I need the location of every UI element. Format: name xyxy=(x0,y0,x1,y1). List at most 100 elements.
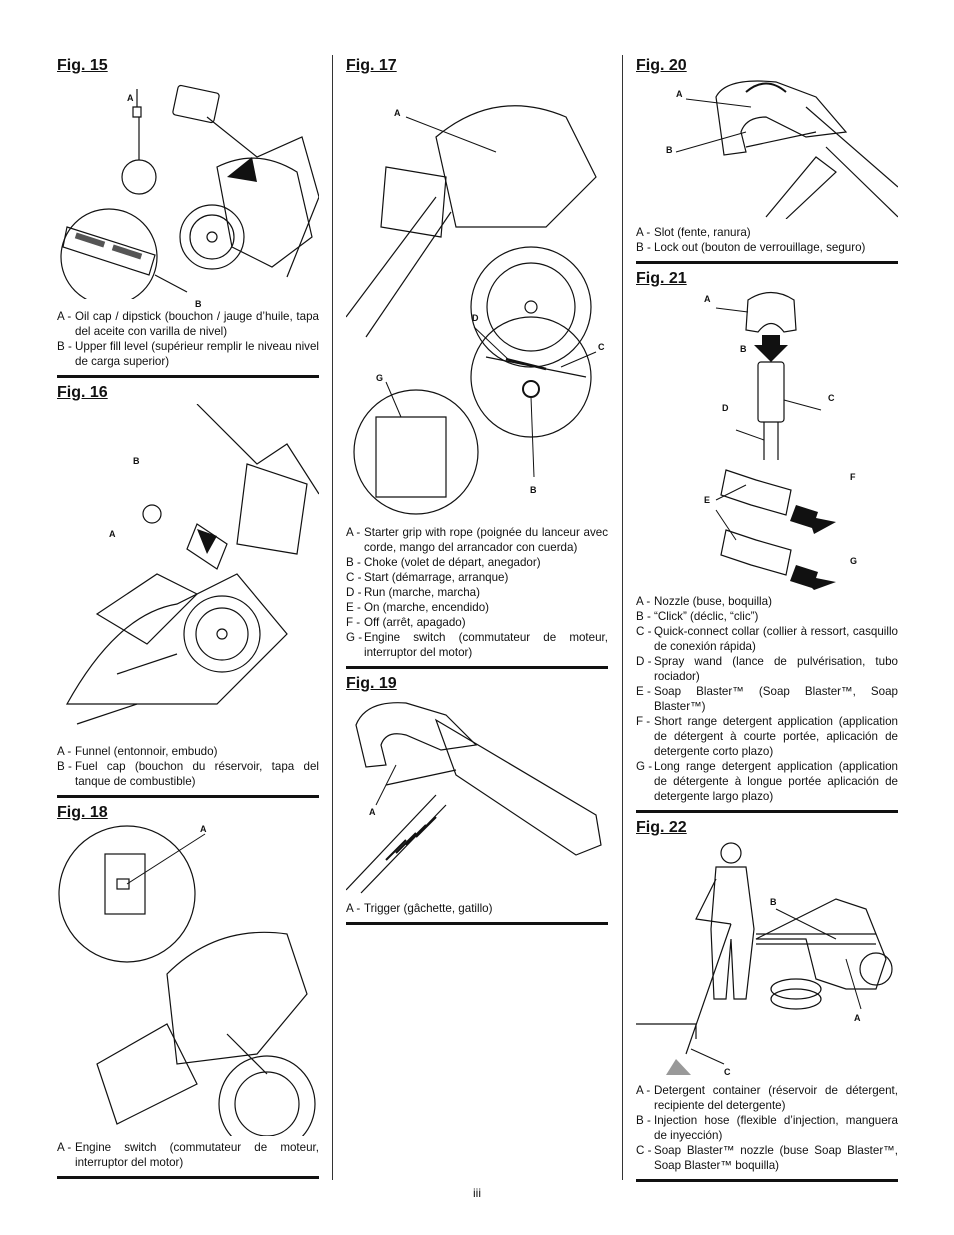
caption-item: E -On (marche, encendido) xyxy=(346,601,490,614)
caption-item: A -Oil cap / dipstick (bouchon / jauge d… xyxy=(57,310,319,338)
caption-item: C -Soap Blaster™ nozzle (buse Soap Blast… xyxy=(636,1144,898,1172)
caption-item: A -Funnel (entonnoir, embudo) xyxy=(57,745,218,758)
caption-item: B -Upper fill level (supérieur remplir l… xyxy=(57,340,319,368)
figure-20: Fig. 20 A B A -Slot (fente, ranura) xyxy=(636,57,898,264)
callout-a: A xyxy=(704,294,711,304)
column-divider-1 xyxy=(332,55,333,1180)
fig17-illustration: A D C G B xyxy=(346,77,608,517)
callout-d: D xyxy=(472,313,479,323)
column-divider-2 xyxy=(622,55,623,1180)
section-rule xyxy=(57,795,319,798)
section-rule xyxy=(346,922,608,925)
section-rule xyxy=(636,261,898,264)
pressure-washer-engine-drawing xyxy=(60,84,319,299)
fig15-illustration: A B xyxy=(57,77,319,309)
caption-item: A -Starter grip with rope (poignée du la… xyxy=(346,526,608,554)
caption-item: F -Off (arrêt, apagado) xyxy=(346,616,466,629)
callout-a: A xyxy=(369,807,376,817)
section-rule xyxy=(57,1176,319,1179)
callout-c: C xyxy=(724,1067,731,1077)
callout-d: D xyxy=(722,403,729,413)
figure-title: Fig. 22 xyxy=(636,819,687,836)
fuel-fill-drawing xyxy=(65,404,319,725)
figure-title: Fig. 18 xyxy=(57,804,108,821)
callout-a: A xyxy=(854,1013,861,1023)
section-rule xyxy=(636,810,898,813)
caption-item: C -Quick-connect collar (collier à resso… xyxy=(636,625,898,653)
fig17-captions: A -Starter grip with rope (poignée du la… xyxy=(346,525,608,660)
spray-gun-trigger-drawing xyxy=(346,702,602,894)
figure-title: Fig. 19 xyxy=(346,675,397,692)
fig22-illustration: B A C xyxy=(636,839,898,1077)
caption-item: A -Slot (fente, ranura) xyxy=(636,226,751,239)
figure-title: Fig. 20 xyxy=(636,57,687,74)
caption-item: C -Start (démarrage, arranque) xyxy=(346,571,509,584)
caption-item: E -Soap Blaster™ (Soap Blaster™, Soap Bl… xyxy=(636,685,898,713)
caption-item: D -Run (marche, marcha) xyxy=(346,586,480,599)
callout-b: B xyxy=(770,897,777,907)
fig19-captions: A -Trigger (gâchette, gatillo) xyxy=(346,901,608,916)
caption-item: B -Choke (volet de départ, anegador) xyxy=(346,556,541,569)
figure-title: Fig. 15 xyxy=(57,57,108,74)
callout-b: B xyxy=(666,145,673,155)
fig22-captions: A -Detergent container (réservoir de dét… xyxy=(636,1083,898,1173)
callout-c: C xyxy=(598,342,605,352)
fig18-captions: A -Engine switch (commutateur de moteur,… xyxy=(57,1140,319,1170)
fig21-captions: A -Nozzle (buse, boquilla) B -“Click” (d… xyxy=(636,594,898,804)
figure-17: Fig. 17 xyxy=(346,57,608,669)
callout-f: F xyxy=(850,472,856,482)
callout-a: A xyxy=(676,89,683,99)
section-rule xyxy=(346,666,608,669)
column-1: Fig. 15 xyxy=(57,55,319,1185)
column-2: Fig. 17 xyxy=(346,55,608,931)
section-rule xyxy=(57,375,319,378)
caption-item: F -Short range detergent application (ap… xyxy=(636,715,898,758)
figure-15: Fig. 15 xyxy=(57,57,319,378)
callout-a: A xyxy=(109,529,116,539)
figure-title: Fig. 17 xyxy=(346,57,397,74)
engine-switch-drawing xyxy=(58,825,316,1136)
fig16-captions: A -Funnel (entonnoir, embudo) B -Fuel ca… xyxy=(57,744,319,789)
lock-out-drawing xyxy=(675,80,898,219)
nozzle-attach-drawing xyxy=(715,291,836,590)
figure-18: Fig. 18 A A -Engine switch (commutateur … xyxy=(57,804,319,1179)
callout-b: B xyxy=(740,344,747,354)
callout-e: E xyxy=(704,495,711,505)
caption-item: B -Fuel cap (bouchon du réservoir, tapa … xyxy=(57,760,319,788)
caption-item: A -Trigger (gâchette, gatillo) xyxy=(346,902,493,915)
figure-16: Fig. 16 B A A -Funnel (entonnoir, embu xyxy=(57,384,319,798)
caption-item: G -Engine switch (commutateur de moteur,… xyxy=(346,631,608,659)
callout-b: B xyxy=(133,456,140,466)
fig21-illustration: A B C D F E G xyxy=(636,290,898,590)
caption-item: B -Injection hose (flexible d’injection,… xyxy=(636,1114,898,1142)
figure-19: Fig. 19 A A -Trigger (gâchette, gatillo) xyxy=(346,675,608,925)
caption-item: A -Nozzle (buse, boquilla) xyxy=(636,595,772,608)
fig16-illustration: B A xyxy=(57,404,319,734)
caption-item: A -Engine switch (commutateur de moteur,… xyxy=(57,1141,319,1169)
fig15-captions: A -Oil cap / dipstick (bouchon / jauge d… xyxy=(57,309,319,369)
figure-title: Fig. 16 xyxy=(57,384,108,401)
callout-c: C xyxy=(828,393,835,403)
figure-22: Fig. 22 xyxy=(636,819,898,1182)
fig18-illustration: A xyxy=(57,824,319,1136)
section-rule xyxy=(636,1179,898,1182)
fig20-captions: A -Slot (fente, ranura) B -Lock out (bou… xyxy=(636,225,898,255)
caption-item: B -“Click” (déclic, “clic”) xyxy=(636,610,759,623)
fig20-illustration: A B xyxy=(636,77,898,219)
callout-g: G xyxy=(376,373,384,383)
callout-a: A xyxy=(200,824,207,834)
callout-b: B xyxy=(530,485,537,495)
caption-item: G -Long range detergent application (app… xyxy=(636,760,898,803)
column-3: Fig. 20 A B A -Slot (fente, ranura) xyxy=(636,55,898,1188)
callout-b: B xyxy=(195,299,202,309)
detergent-application-drawing xyxy=(636,842,893,1075)
engine-start-drawing xyxy=(346,105,597,515)
callout-a: A xyxy=(394,108,401,118)
callout-a: A xyxy=(127,93,134,103)
page-number: iii xyxy=(473,1186,481,1200)
caption-item: B -Lock out (bouton de verrouillage, seg… xyxy=(636,241,866,254)
callout-g: G xyxy=(850,556,858,566)
caption-item: D -Spray wand (lance de pulvérisation, t… xyxy=(636,655,898,683)
fig19-illustration: A xyxy=(346,695,608,895)
figure-title: Fig. 21 xyxy=(636,270,687,287)
